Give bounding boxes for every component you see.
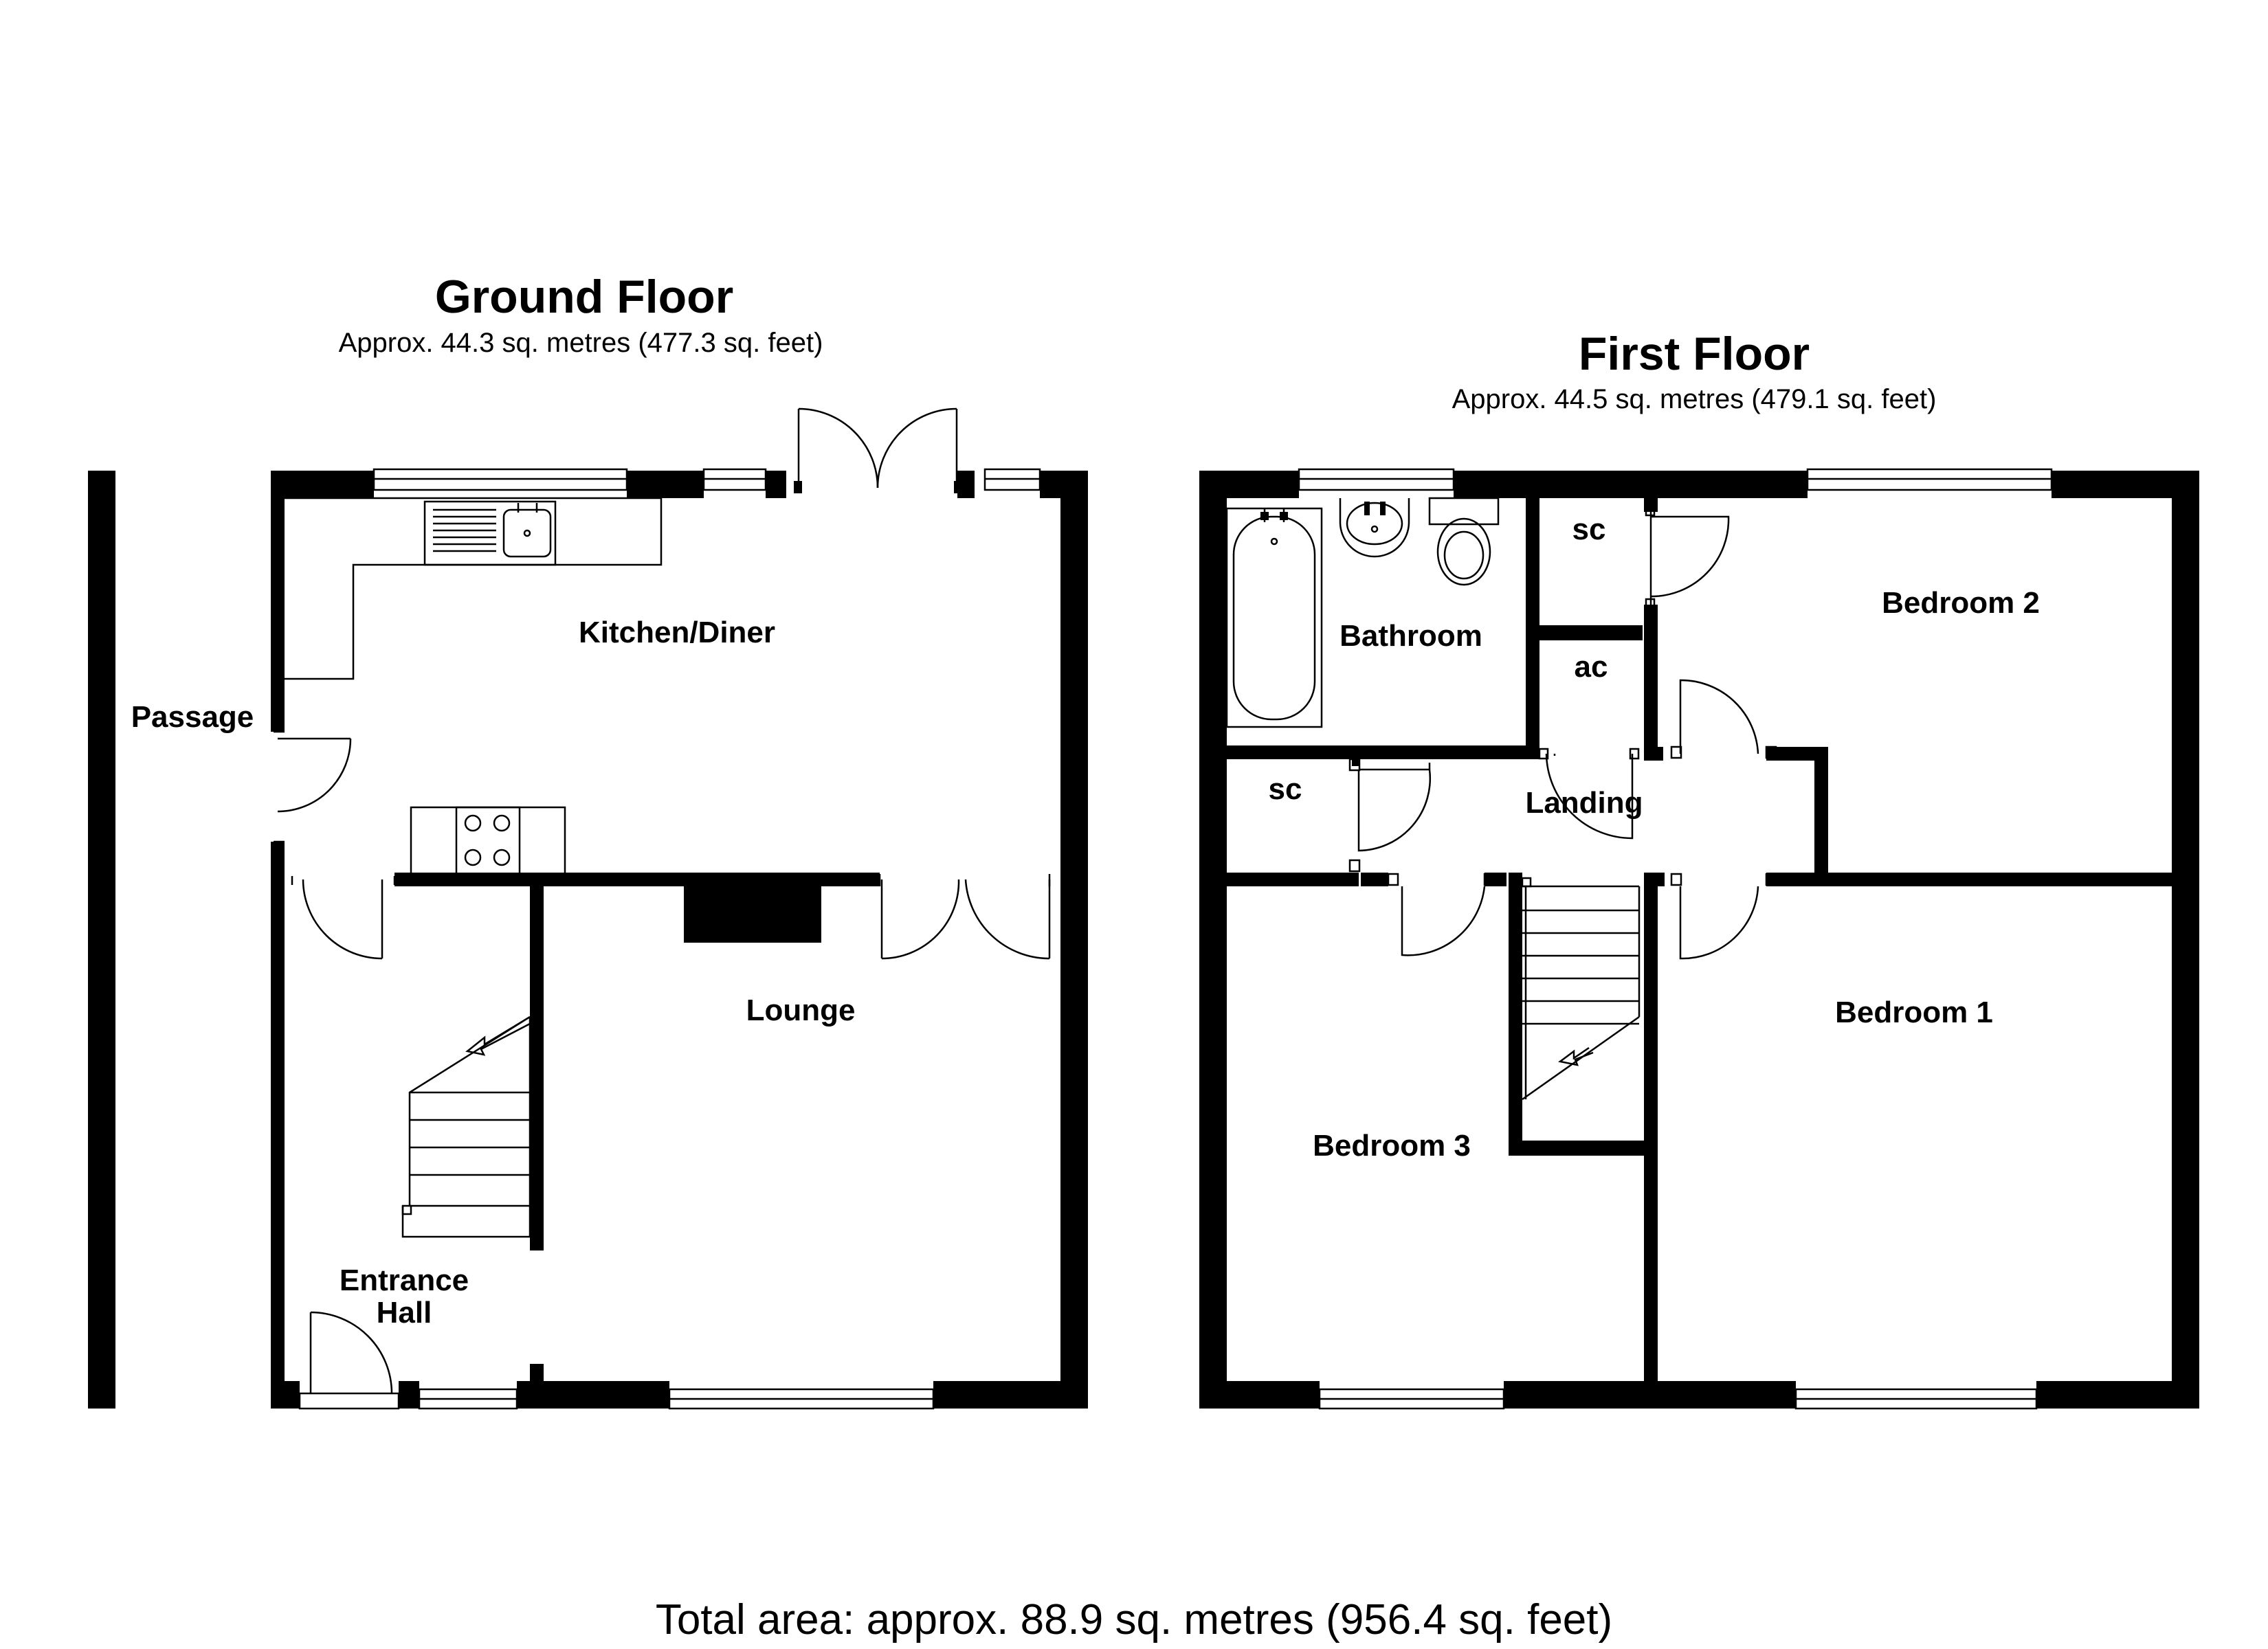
room-label-bedroom-1: Bedroom 1 bbox=[1835, 996, 1993, 1029]
first-floor-plan bbox=[1199, 468, 2199, 1410]
room-label-entrance-hall-2: Hall bbox=[377, 1296, 432, 1330]
first-floor-area: Approx. 44.5 sq. metres (479.1 sq. feet) bbox=[1452, 384, 1937, 414]
hob bbox=[410, 806, 566, 877]
ground-floor-title: Ground Floor bbox=[435, 271, 733, 323]
sink-drainer bbox=[433, 508, 496, 552]
first-floor-doors bbox=[1213, 506, 1777, 960]
room-label-sc-top: sc bbox=[1572, 513, 1606, 546]
ground-floor-plan bbox=[88, 407, 1088, 1410]
ground-floor-doors bbox=[274, 407, 1051, 1410]
room-label-landing: Landing bbox=[1525, 786, 1643, 820]
sink-bowl bbox=[502, 508, 552, 558]
room-label-ac: ac bbox=[1575, 650, 1608, 684]
first-floor-internal-walls bbox=[1213, 498, 2186, 1384]
room-label-bathroom: Bathroom bbox=[1339, 619, 1482, 653]
room-label-sc-left: sc bbox=[1269, 772, 1302, 806]
basin bbox=[1339, 498, 1410, 558]
ground-floor-area: Approx. 44.3 sq. metres (477.3 sq. feet) bbox=[339, 328, 823, 358]
room-label-entrance-hall-1: Entrance bbox=[340, 1264, 469, 1297]
kitchen-units bbox=[285, 497, 663, 877]
wc-pan bbox=[1436, 517, 1491, 586]
first-floor-outer-walls bbox=[1199, 471, 2199, 1409]
room-label-bedroom-3: Bedroom 3 bbox=[1313, 1129, 1471, 1163]
total-area: Total area: approx. 88.9 sq. metres (956… bbox=[656, 1596, 1612, 1644]
room-label-lounge: Lounge bbox=[746, 994, 856, 1027]
room-label-passage: Passage bbox=[131, 700, 254, 734]
room-label-kitchen-diner: Kitchen/Diner bbox=[579, 616, 775, 649]
ground-floor-internal-walls bbox=[394, 873, 880, 1384]
ground-floor-windows bbox=[373, 468, 1041, 1410]
first-floor-stairs bbox=[1521, 877, 1641, 1101]
chimney-breast bbox=[684, 879, 821, 943]
first-floor-title: First Floor bbox=[1579, 328, 1810, 380]
ground-floor-stairs bbox=[401, 1016, 531, 1238]
bath bbox=[1225, 507, 1323, 728]
passage-wall bbox=[88, 471, 115, 1409]
first-floor-windows bbox=[1298, 468, 2053, 1410]
ground-floor-outer-walls bbox=[271, 471, 1088, 1409]
wc-cistern bbox=[1428, 497, 1500, 526]
bathroom-fittings bbox=[1225, 497, 1500, 728]
room-label-bedroom-2: Bedroom 2 bbox=[1882, 586, 2040, 620]
